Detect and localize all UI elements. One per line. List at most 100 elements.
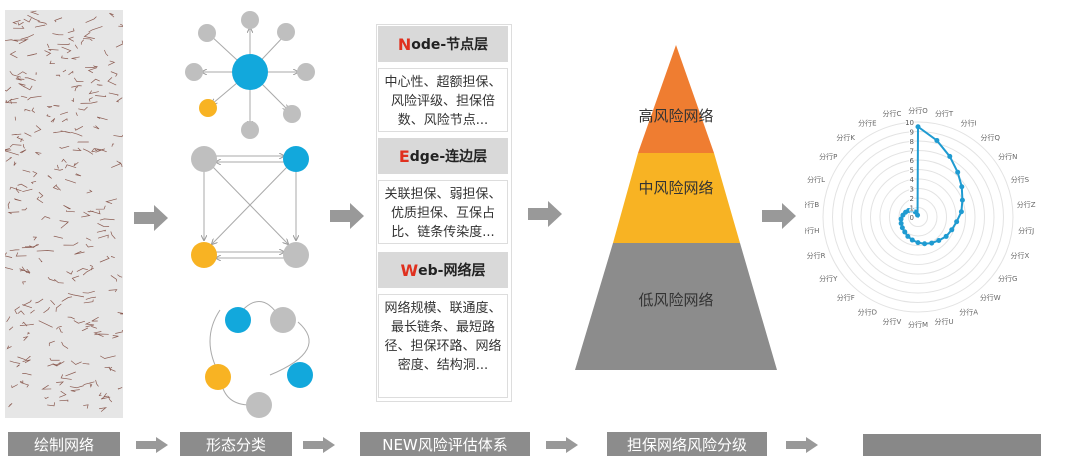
flow-arrow — [762, 203, 796, 229]
network-edge — [70, 360, 82, 365]
network-edge — [67, 36, 74, 42]
network-edge — [55, 185, 61, 191]
network-edge — [82, 148, 94, 155]
network-edge — [111, 143, 115, 147]
network-edge — [108, 60, 116, 66]
radar-data-point — [947, 153, 953, 159]
network-edge — [17, 183, 28, 188]
network-edge — [22, 373, 32, 376]
network-edge — [9, 50, 18, 59]
network-edge — [5, 86, 12, 92]
radar-axis-label: 分行O — [908, 106, 928, 115]
network-edge — [115, 97, 123, 103]
network-edge — [109, 12, 115, 18]
header-initial: N — [397, 34, 412, 54]
network-edge — [99, 255, 110, 263]
network-edge — [83, 299, 94, 304]
network-edge — [100, 355, 116, 359]
network-edge — [86, 189, 93, 194]
network-edge — [30, 309, 35, 314]
network-edge — [36, 250, 54, 252]
network-edge — [47, 402, 55, 407]
network-edge — [107, 77, 117, 86]
radar-axis-label: 分行Y — [819, 274, 838, 283]
network-edge — [32, 171, 38, 178]
network-edge — [96, 116, 108, 121]
network-edge — [22, 281, 26, 285]
network-edge — [9, 326, 14, 331]
network-edge — [85, 243, 94, 248]
radar-axis-label: 分行N — [998, 152, 1017, 161]
network-edge — [47, 175, 52, 179]
radar-axis-label: 分行D — [858, 308, 877, 317]
network-edge — [99, 218, 115, 221]
network-edge — [115, 40, 123, 48]
radar-data-point — [902, 229, 908, 235]
radar-axis-label: 分行L — [807, 175, 825, 184]
network-edge — [93, 65, 98, 68]
radar-data-point — [959, 197, 965, 203]
network-edge — [9, 71, 21, 78]
network-edge — [6, 316, 11, 323]
network-edge — [27, 95, 42, 101]
risk-pyramid — [575, 45, 777, 370]
radar-grid-ring — [822, 121, 1014, 313]
network-edge — [73, 161, 79, 167]
radar-data-point — [949, 227, 955, 233]
network-edge — [21, 207, 28, 211]
radar-axis-label: 分行W — [980, 293, 1001, 302]
network-edge — [85, 16, 97, 23]
network-edge — [56, 326, 62, 330]
network-edge — [76, 268, 88, 272]
network-edge — [19, 149, 27, 154]
radar-axis-label: 分行I — [961, 118, 977, 127]
network-edge — [19, 266, 26, 272]
header-text: dge-连边层 — [409, 149, 488, 165]
network-edge — [61, 118, 68, 123]
network-edge — [22, 299, 32, 306]
radar-data-point — [922, 241, 928, 247]
network-edge — [17, 310, 25, 315]
network-edge — [69, 385, 84, 389]
network-edge — [82, 362, 90, 365]
network-edge — [46, 106, 53, 108]
network-edge — [38, 257, 43, 263]
network-edge — [55, 74, 61, 77]
flow-arrow — [528, 201, 562, 227]
network-edge — [38, 320, 53, 328]
network-edge — [24, 108, 31, 112]
network-edge — [23, 85, 33, 91]
radar-tick-label: 9 — [910, 129, 914, 137]
small-arrow — [546, 437, 578, 453]
network-edge — [17, 356, 27, 361]
radar-axis-label: 分行A — [959, 308, 978, 317]
network-edge — [19, 380, 24, 384]
network-edge — [7, 201, 11, 209]
web-layer-text: 网络规模、联通度、最长链条、最短路径、担保环路、网络密度、结构洞... — [378, 294, 508, 398]
radar-axis-label: 分行T — [935, 109, 954, 118]
edge-layer-text: 关联担保、弱担保、优质担保、互保占比、链条传染度... — [378, 180, 508, 244]
radar-data-point — [958, 209, 964, 215]
radar-tick-label: 7 — [910, 148, 914, 156]
network-edge — [88, 97, 93, 102]
network-edge — [22, 321, 28, 327]
radar-axis-label: 分行M — [908, 320, 928, 329]
network-edge — [20, 34, 34, 40]
network-edge — [19, 323, 34, 326]
network-edge — [67, 316, 75, 320]
network-edge — [92, 148, 100, 153]
radar-axis-label: 分行Q — [981, 133, 1001, 142]
network-edge — [104, 49, 109, 57]
network-edge — [52, 184, 59, 191]
network-edge — [61, 296, 73, 302]
network-edge — [83, 32, 95, 39]
network-edge — [67, 28, 75, 33]
network-edge — [74, 250, 85, 255]
radar-data-point — [898, 220, 904, 226]
network-edge — [74, 86, 79, 92]
radar-data-point — [929, 240, 935, 246]
radar-tick-label: 10 — [905, 119, 914, 127]
network-edge — [117, 274, 123, 278]
